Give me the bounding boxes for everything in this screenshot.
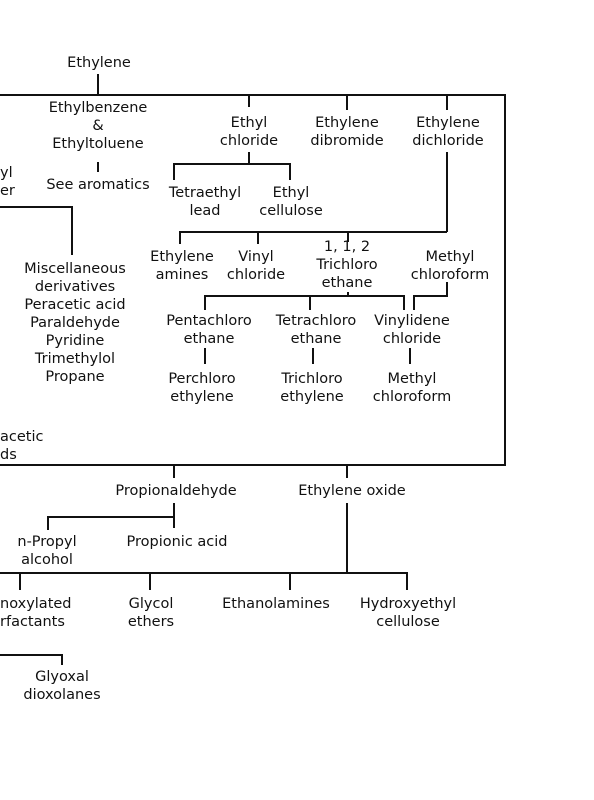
node-glyoxal-dioxolanes: Glyoxal dioxolanes bbox=[23, 669, 101, 703]
node-tetraethyl-lead: Tetraethyl lead bbox=[168, 185, 242, 219]
node-ethylene-dichloride: Ethylene dichloride bbox=[412, 115, 484, 149]
node-ethylene-dibromide: Ethylene dibromide bbox=[310, 115, 384, 149]
node-trichloroethylene: Trichloro ethylene bbox=[280, 371, 344, 405]
node-trichloroethane: 1, 1, 2 Trichloro ethane bbox=[316, 239, 378, 291]
node-ethylene-oxide: Ethylene oxide bbox=[298, 483, 406, 499]
node-pentachloroethane: Pentachloro ethane bbox=[166, 313, 252, 347]
node-see-aromatics: See aromatics bbox=[46, 177, 150, 193]
node-ethanolamines: Ethanolamines bbox=[222, 596, 330, 612]
main-frame bbox=[0, 94, 506, 466]
node-ethoxylated-fragment: noxylated rfactants bbox=[0, 596, 72, 630]
node-ethylene: Ethylene bbox=[67, 55, 131, 71]
node-ethylbenzene: Ethylbenzene & Ethyltoluene bbox=[48, 100, 148, 152]
node-propionic-acid: Propionic acid bbox=[126, 534, 228, 550]
node-ethyl-chloride: Ethyl chloride bbox=[219, 115, 279, 149]
node-misc-derivatives: Miscellaneous derivatives Peracetic acid… bbox=[24, 261, 126, 385]
node-hydroxyethyl-cellulose: Hydroxyethyl cellulose bbox=[359, 596, 457, 630]
node-vinylidene-chloride: Vinylidene chloride bbox=[374, 313, 450, 347]
node-methyl-chloroform-bottom: Methyl chloroform bbox=[372, 371, 452, 405]
node-ethylene-amines: Ethylene amines bbox=[150, 249, 214, 283]
node-n-propyl-alcohol: n-Propyl alcohol bbox=[17, 534, 77, 568]
node-propionaldehyde: Propionaldehyde bbox=[115, 483, 237, 499]
node-methyl-chloroform-top: Methyl chloroform bbox=[410, 249, 490, 283]
node-glycol-ethers: Glycol ethers bbox=[127, 596, 175, 630]
node-acetic-fragment: acetic ds bbox=[0, 429, 44, 463]
node-vinyl-chloride: Vinyl chloride bbox=[226, 249, 286, 283]
node-tetrachloroethane: Tetrachloro ethane bbox=[275, 313, 357, 347]
node-perchloroethylene: Perchloro ethylene bbox=[168, 371, 236, 405]
node-left-fragment-top: yl er bbox=[0, 165, 15, 199]
node-ethyl-cellulose: Ethyl cellulose bbox=[259, 185, 323, 219]
